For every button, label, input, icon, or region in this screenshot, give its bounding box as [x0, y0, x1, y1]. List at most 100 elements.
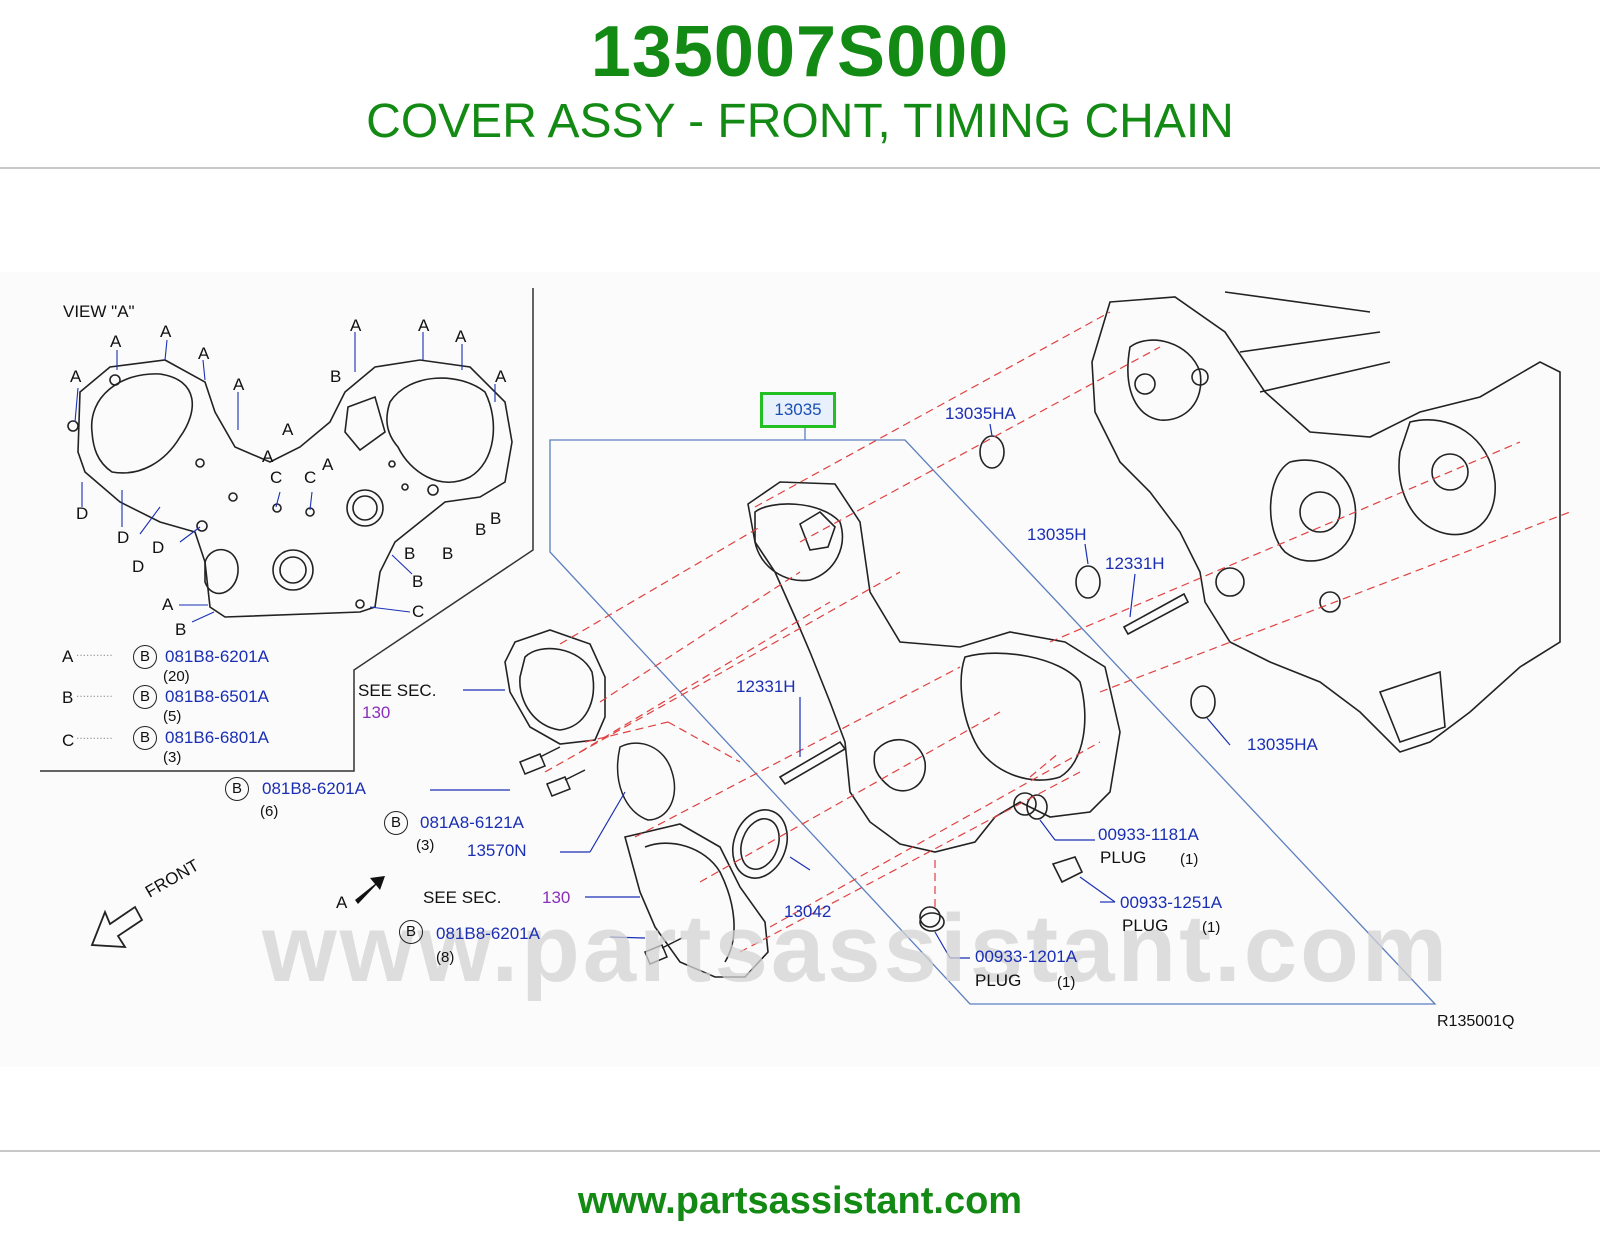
- part-title: COVER ASSY - FRONT, TIMING CHAIN: [366, 95, 1234, 148]
- engine-block: [1091, 291, 1561, 753]
- view-marker: A: [455, 327, 467, 346]
- callout-plug-00933-1251a[interactable]: 00933-1251A: [1120, 893, 1223, 912]
- view-marker: B: [412, 572, 424, 591]
- view-a-label: VIEW "A": [63, 302, 135, 321]
- plugs: [919, 794, 1084, 932]
- callout-13035ha-top[interactable]: 13035HA: [945, 404, 1016, 423]
- view-marker: A: [110, 332, 122, 351]
- legend-key-b: B: [62, 688, 74, 707]
- plug-qty: (1): [1202, 919, 1221, 936]
- legend-dots: ...........: [76, 728, 113, 742]
- view-marker: A: [495, 367, 507, 386]
- footer-url[interactable]: www.partsassistant.com: [577, 1180, 1023, 1222]
- callout-bolt-qty: (6): [260, 803, 279, 820]
- bolts: [519, 746, 683, 965]
- legend-part[interactable]: 081B8-6201A: [165, 647, 269, 666]
- view-a-leaders: [74, 332, 496, 623]
- watermark: www.partsassistant.com: [262, 895, 1451, 1002]
- callout-plug-00933-1181a[interactable]: 00933-1181A: [1098, 825, 1199, 844]
- lower-cover: [624, 823, 769, 978]
- assembly-outline: [549, 422, 1437, 1005]
- callout-bolt-qty: (3): [416, 837, 435, 854]
- footer-divider: [0, 1150, 1600, 1152]
- legend-circle-b: B: [133, 685, 157, 709]
- upper-cover: [504, 629, 606, 745]
- view-marker: D: [132, 557, 145, 576]
- legend-part[interactable]: 081B8-6501A: [165, 687, 269, 706]
- view-marker: B: [330, 367, 342, 386]
- view-marker: D: [76, 504, 89, 523]
- view-marker: A: [322, 455, 334, 474]
- plug-qty: (1): [1057, 974, 1076, 991]
- view-marker: C: [270, 468, 283, 487]
- view-marker: B: [404, 544, 416, 563]
- bolt-circle-b: B: [384, 811, 408, 835]
- callout-13042[interactable]: 13042: [784, 902, 832, 921]
- assembly-dash-lines: [544, 311, 1571, 953]
- view-marker: A: [162, 595, 174, 614]
- view-marker: B: [475, 520, 487, 539]
- legend-key-a: A: [62, 647, 74, 666]
- view-marker: D: [152, 538, 165, 557]
- legend-qty: (20): [163, 668, 190, 685]
- see-sec-number[interactable]: 130: [362, 703, 391, 722]
- legend-circle-b: B: [133, 645, 157, 669]
- legend-part[interactable]: 081B6-6801A: [165, 728, 269, 747]
- bolt-circle-b: B: [225, 777, 249, 801]
- legend-dots: ...........: [76, 645, 113, 659]
- callout-plug-00933-1201a[interactable]: 00933-1201A: [975, 947, 1078, 966]
- plug-label: PLUG: [1122, 916, 1169, 935]
- view-a-arrow: [355, 876, 385, 904]
- timing-cover: [747, 481, 1121, 928]
- see-sec-number[interactable]: 130: [542, 888, 571, 907]
- legend-qty: (3): [163, 749, 182, 766]
- view-marker: B: [175, 620, 187, 639]
- view-a-gasket: [67, 359, 513, 618]
- view-marker: A: [233, 375, 245, 394]
- callout-13570n[interactable]: 13570N: [467, 841, 527, 860]
- callout-bolt-081b8-6201a[interactable]: 081B8-6201A: [436, 924, 540, 943]
- plug-label: PLUG: [1100, 848, 1147, 867]
- view-a-arrow-label: A: [336, 893, 348, 912]
- callout-12331h-right[interactable]: 12331H: [1105, 554, 1165, 573]
- diagram-ref-code: R135001Q: [1437, 1013, 1515, 1030]
- view-marker: A: [282, 420, 294, 439]
- part-number: 135007S000: [590, 12, 1010, 92]
- view-marker: A: [198, 344, 210, 363]
- front-arrow: [90, 905, 144, 949]
- callout-12331h-left[interactable]: 12331H: [736, 677, 796, 696]
- bolt-circle-b: B: [399, 920, 423, 944]
- leader-lines: [430, 423, 1231, 959]
- highlighted-part-13035[interactable]: 13035: [760, 392, 836, 428]
- view-marker: B: [442, 544, 454, 563]
- view-marker: A: [160, 322, 172, 341]
- o-rings: [979, 435, 1216, 719]
- view-marker: A: [350, 316, 362, 335]
- callout-bolt-081b8-6201a[interactable]: 081B8-6201A: [262, 779, 366, 798]
- callout-bolt-qty: (8): [436, 949, 455, 966]
- callout-13035ha-bottom[interactable]: 13035HA: [1247, 735, 1318, 754]
- view-marker: A: [70, 367, 82, 386]
- page-header: 135007S000 COVER ASSY - FRONT, TIMING CH…: [0, 0, 1600, 170]
- plug-qty: (1): [1180, 851, 1199, 868]
- view-marker: D: [117, 528, 130, 547]
- view-a-frame: [40, 288, 534, 772]
- legend-qty: (5): [163, 708, 182, 725]
- legend-dots: ...........: [76, 686, 113, 700]
- diagram-drawing: [40, 288, 1571, 1005]
- header-divider: [0, 167, 1600, 169]
- see-sec-label: SEE SEC.: [423, 888, 502, 907]
- plug-label: PLUG: [975, 971, 1022, 990]
- dowel-pins: [778, 592, 1190, 786]
- view-marker: A: [262, 447, 274, 466]
- legend-circle-b: B: [133, 726, 157, 750]
- callout-13035h[interactable]: 13035H: [1027, 525, 1087, 544]
- parts-diagram: www.partsassistant.com VIEW "A" A A A A …: [0, 272, 1600, 1067]
- gasket-13570n: [616, 742, 676, 821]
- view-marker: C: [304, 468, 317, 487]
- callout-bolt-081a8-6121a[interactable]: 081A8-6121A: [420, 813, 524, 832]
- see-sec-label: SEE SEC.: [358, 681, 437, 700]
- view-marker: C: [412, 602, 425, 621]
- seal-13042: [731, 809, 789, 879]
- view-marker: B: [490, 509, 502, 528]
